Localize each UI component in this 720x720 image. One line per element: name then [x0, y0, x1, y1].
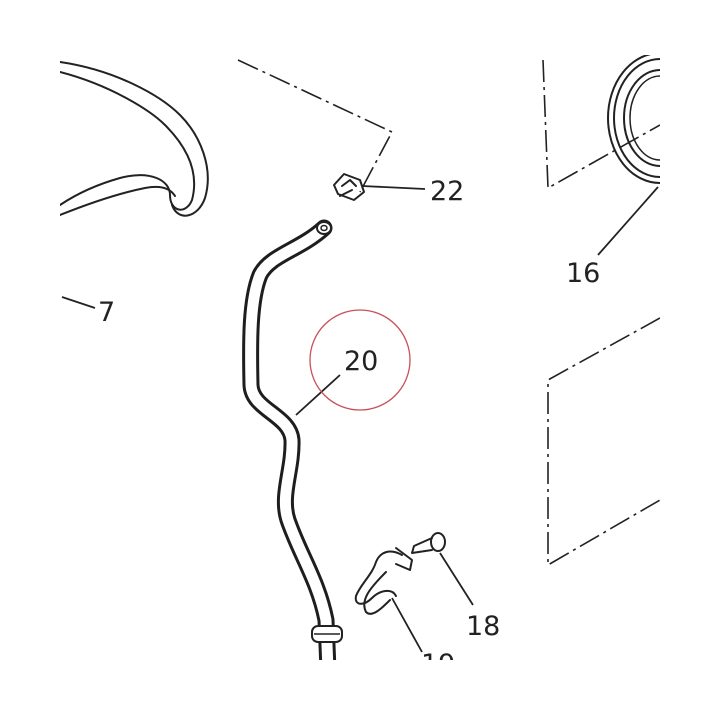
- leader-20: [295, 374, 341, 416]
- label-20: 20: [344, 346, 378, 377]
- label-16: 16: [566, 258, 600, 289]
- label-22: 22: [430, 176, 464, 207]
- part-7-hose: [60, 61, 209, 309]
- assembly-line-22: [237, 59, 394, 193]
- label-7: 7: [98, 297, 115, 328]
- part-16-ring: [542, 55, 660, 256]
- leader-16: [597, 186, 659, 256]
- part-19-clip: [354, 547, 423, 653]
- highlight-circle: [309, 309, 411, 411]
- label-18: 18: [466, 611, 500, 642]
- leader-22: [361, 185, 426, 190]
- leader-18: [439, 552, 474, 606]
- leader-19: [391, 597, 423, 653]
- reference-box: [547, 317, 660, 567]
- leader-7: [61, 296, 96, 309]
- part-22-clamp: [333, 173, 426, 201]
- part-20-hose: [242, 219, 343, 660]
- part-18-screw: [411, 532, 474, 606]
